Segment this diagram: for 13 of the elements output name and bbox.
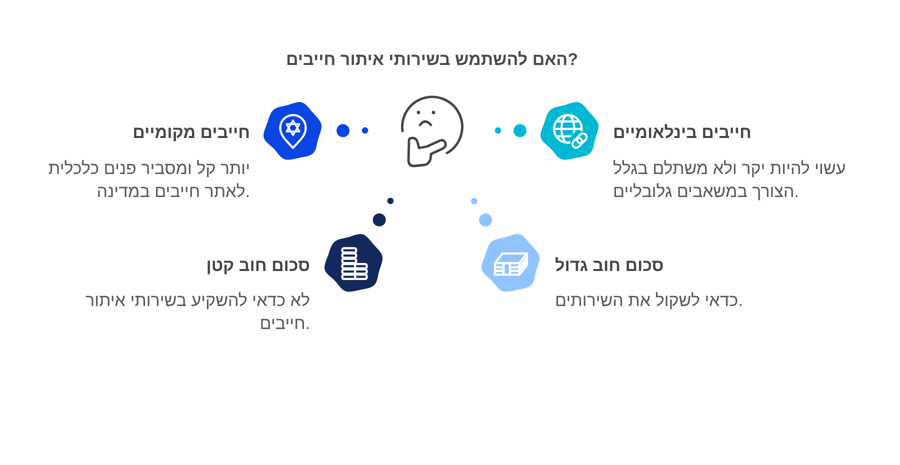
- dot-connector: [336, 124, 368, 138]
- dot-connector: [372, 198, 394, 226]
- node-heading: חייבים מקומיים: [132, 122, 250, 144]
- diagram-title: האם להשתמש בשירותי איתור חייבים?: [286, 50, 578, 70]
- node-heading: חייבים בינלאומיים: [613, 122, 752, 144]
- dot-connector: [494, 124, 526, 138]
- node-heading: סכום חוב קטן: [206, 255, 310, 277]
- node-description: כדאי לשקול את השירותים.: [555, 290, 744, 312]
- node-description: עשוי להיות יקר ולא משתלם בגלל הצורך במשאבים גלובליים.: [613, 158, 847, 203]
- node-description: יותר קל ומסביר פנים כלכלית לאתר חייבים במדינה.: [47, 158, 250, 203]
- dot-connector: [471, 198, 492, 226]
- node-heading: סכום חוב גדול: [555, 255, 664, 277]
- node-description: לא כדאי להשקיע בשירותי איתור חייבים.: [84, 290, 310, 335]
